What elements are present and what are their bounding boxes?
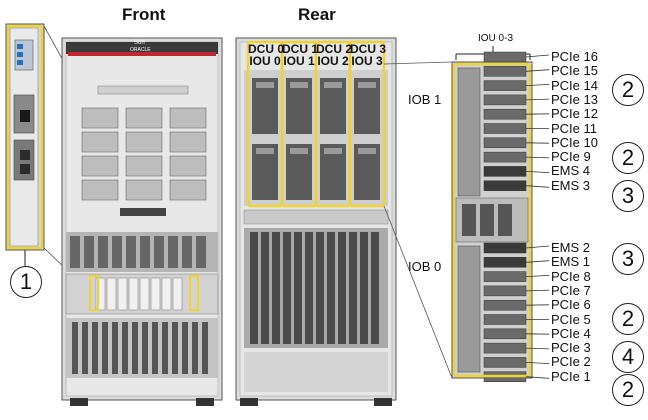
slot-card [484, 124, 526, 134]
slot-card [484, 272, 526, 282]
callout-4-pcie: 4 [612, 341, 644, 373]
slot-card [484, 95, 526, 105]
slot-label: PCIe 4 [551, 327, 591, 341]
slot-label: PCIe 11 [551, 122, 597, 136]
callout-3-ems-lower: 3 [612, 243, 644, 275]
slot-label: EMS 2 [551, 241, 590, 255]
slot-card [484, 343, 526, 353]
rear-heading: Rear [298, 5, 336, 25]
iou-range-label: IOU 0-3 [478, 33, 513, 44]
front-rack [62, 38, 222, 406]
slot-card [484, 357, 526, 367]
slot-label: PCIe 8 [551, 270, 591, 284]
slot-card [484, 52, 526, 62]
slot-card [484, 81, 526, 91]
slot-card [484, 329, 526, 339]
slot-label: PCIe 12 [551, 107, 598, 121]
slot-label: PCIe 2 [551, 355, 591, 369]
slot-card [484, 109, 526, 119]
slot-label: PCIe 6 [551, 298, 591, 312]
callout-2-pcie-lower: 2 [612, 303, 644, 335]
slot-label: PCIe 14 [551, 79, 598, 93]
callout-2-pcie-upper: 2 [612, 74, 644, 106]
slot-label: PCIe 9 [551, 150, 591, 164]
slot-card [484, 66, 526, 76]
slot-label: PCIe 13 [551, 93, 598, 107]
slot-card [484, 166, 526, 176]
slot-card [484, 315, 526, 325]
oracle-logo-text: ORACLE [130, 47, 151, 53]
front-heading: Front [122, 5, 165, 25]
slot-label: PCIe 10 [551, 136, 598, 150]
iob-1-label: IOB 1 [408, 92, 441, 107]
slot-label: EMS 3 [551, 179, 590, 193]
slot-label: EMS 4 [551, 164, 590, 178]
slot-label: PCIe 5 [551, 313, 591, 327]
callout-3-ems-upper: 3 [612, 180, 644, 212]
slot-card [484, 243, 526, 253]
callout-1: 1 [10, 266, 42, 298]
callout-2-pcie-bottom: 2 [612, 374, 644, 406]
callout-2-pcie-mid: 2 [612, 142, 644, 174]
side-panel [6, 24, 44, 266]
rear-rack [236, 38, 396, 406]
slot-label: PCIe 16 [551, 50, 598, 64]
sun-logo-text: Sun [134, 40, 145, 46]
slot-label: PCIe 15 [551, 64, 598, 78]
slot-label: PCIe 7 [551, 284, 591, 298]
slot-card [484, 152, 526, 162]
slot-card [484, 300, 526, 310]
slot-label: PCIe 3 [551, 341, 591, 355]
iob-0-label: IOB 0 [408, 259, 441, 274]
slot-card [484, 286, 526, 296]
slot-card [484, 138, 526, 148]
iou-detail [452, 52, 532, 382]
slot-card [484, 181, 526, 191]
leader-line [526, 55, 549, 57]
slot-label: PCIe 1 [551, 370, 591, 384]
slot-label: EMS 1 [551, 255, 590, 269]
slot-card [484, 257, 526, 267]
